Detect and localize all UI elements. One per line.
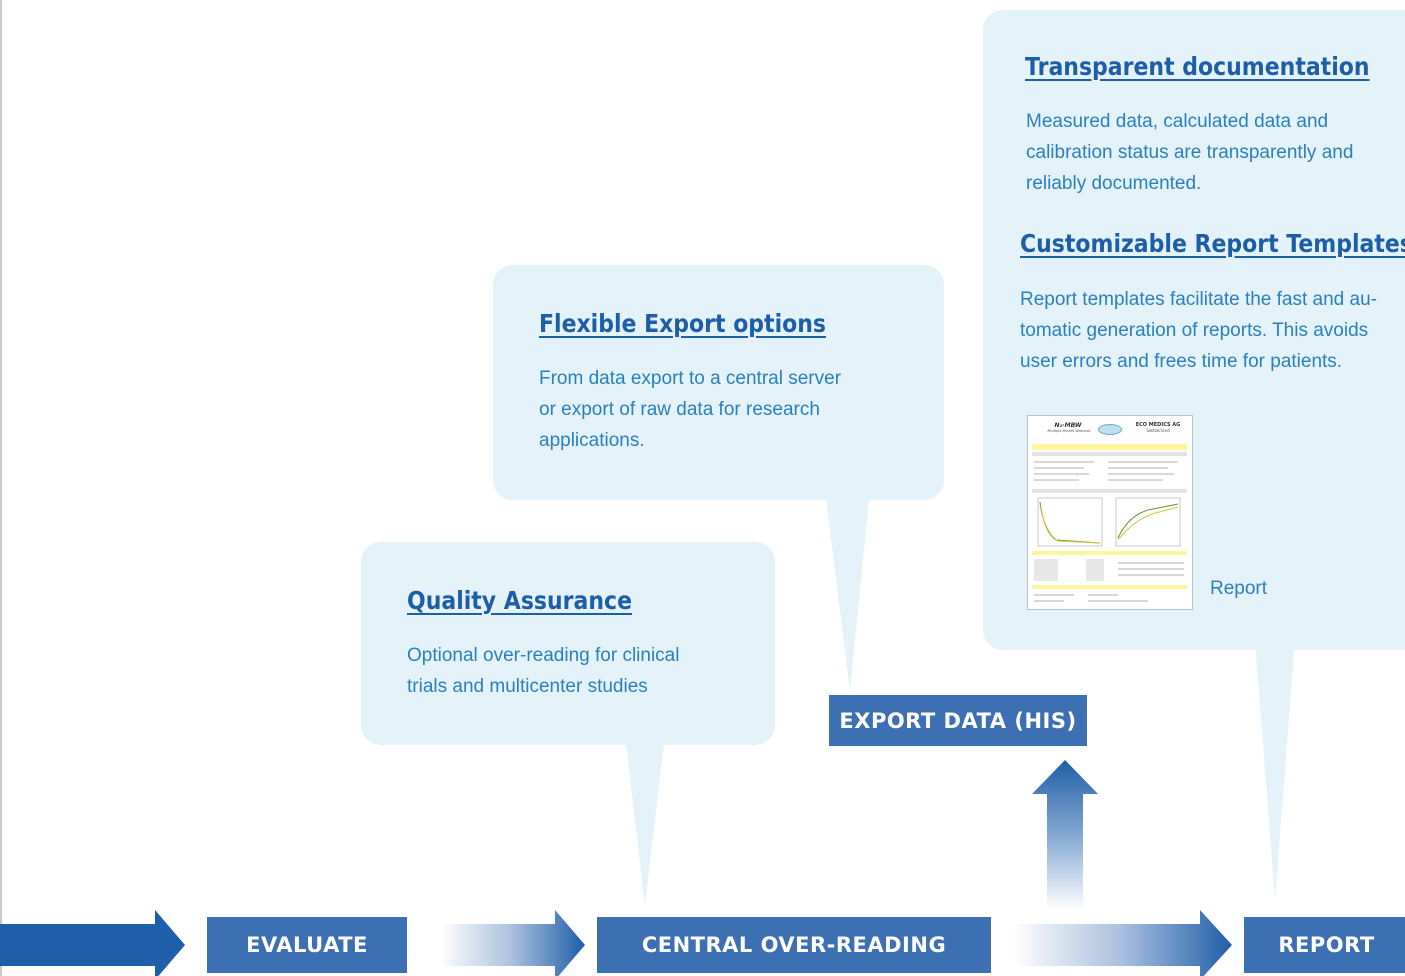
transparent-documentation-text: Measured data, calculated data and calib… <box>1026 106 1405 199</box>
thumbnail-text-line <box>1088 600 1148 602</box>
quality-bubble <box>361 542 775 745</box>
thumbnail-text-line <box>1118 562 1184 564</box>
flexible-export-text: From data export to a central server or … <box>539 363 929 456</box>
text-line: applications. <box>539 430 645 451</box>
transparent-documentation-heading: Transparent documentation <box>1025 52 1370 81</box>
flow-arrow-3 <box>1012 910 1232 976</box>
thumbnail-text-line <box>1034 467 1084 469</box>
customizable-report-templates-heading: Customizable Report Templates <box>1020 229 1405 258</box>
evaluate-step-label: EVALUATE <box>246 933 368 957</box>
thumbnail-text-line <box>1118 568 1184 570</box>
export-data-step-label: EXPORT DATA (HIS) <box>839 708 1077 733</box>
text-line: tomatic generation of reports. This avoi… <box>1020 320 1369 341</box>
thumbnail-company: ECO MEDICS AG <box>1135 422 1181 428</box>
evaluate-step: EVALUATE <box>207 917 407 973</box>
export-bubble-tail <box>825 490 870 690</box>
customizable-report-templates-text: Report templates facilitate the fast and… <box>1020 284 1405 377</box>
thumbnail-title: N₂-MBW <box>1054 422 1082 429</box>
left-border-line <box>0 0 2 976</box>
report-step: REPORT <box>1244 917 1405 973</box>
flow-arrow-1 <box>0 910 185 976</box>
report-step-label: REPORT <box>1278 933 1375 957</box>
thumbnail-text-line <box>1034 594 1074 596</box>
text-line: From data export to a central server <box>539 368 842 389</box>
thumbnail-text-line <box>1108 473 1174 475</box>
thumbnail-text-line <box>1108 479 1163 481</box>
thumbnail-text-line <box>1088 594 1118 596</box>
central-over-reading-step-label: CENTRAL OVER-READING <box>641 933 947 957</box>
thumbnail-text-line <box>1108 461 1178 463</box>
export-bubble <box>493 265 944 500</box>
thumbnail-yellow-band <box>1032 585 1187 589</box>
text-line: user errors and frees time for patients. <box>1020 351 1343 372</box>
report-thumbnail: N₂-MBW Multiple Breath Washout ECO MEDIC… <box>1027 415 1193 610</box>
text-line: reliably documented. <box>1026 173 1202 194</box>
text-line: Report templates facilitate the fast and… <box>1020 289 1377 310</box>
report-thumbnail-label: Report <box>1210 578 1268 599</box>
thumbnail-yellow-band <box>1032 551 1187 555</box>
thumbnail-gray-band <box>1032 452 1187 456</box>
thumbnail-gray-band <box>1032 489 1187 493</box>
export-data-step: EXPORT DATA (HIS) <box>829 695 1087 746</box>
thumbnail-logo-icon <box>1098 424 1122 435</box>
thumbnail-text-line <box>1034 479 1079 481</box>
thumbnail-text-line <box>1118 574 1184 576</box>
quality-bubble-tail <box>625 735 665 905</box>
flow-arrow-2 <box>440 910 585 976</box>
thumbnail-country: Switzerland <box>1146 428 1170 433</box>
thumbnail-text-line <box>1034 461 1094 463</box>
text-line: Optional over-reading for clinical <box>407 645 680 666</box>
text-line: or export of raw data for research <box>539 399 820 420</box>
text-line: trials and multicenter studies <box>407 676 648 697</box>
export-up-arrow <box>1032 760 1098 910</box>
central-over-reading-step: CENTRAL OVER-READING <box>597 917 991 973</box>
text-line: calibration status are transparently and <box>1026 142 1354 163</box>
text-line: Measured data, calculated data and <box>1026 111 1329 132</box>
quality-assurance-text: Optional over-reading for clinical trial… <box>407 640 767 702</box>
flexible-export-heading: Flexible Export options <box>539 309 826 338</box>
thumbnail-subtitle: Multiple Breath Washout <box>1047 429 1091 433</box>
quality-assurance-heading: Quality Assurance <box>407 586 633 615</box>
thumbnail-text-line <box>1034 473 1089 475</box>
thumbnail-table-block <box>1086 559 1104 581</box>
thumbnail-yellow-band <box>1032 444 1187 450</box>
thumbnail-table-block <box>1034 559 1058 581</box>
thumbnail-plots <box>1037 497 1181 547</box>
thumbnail-text-line <box>1108 467 1168 469</box>
thumbnail-text-line <box>1034 600 1064 602</box>
documentation-bubble-tail <box>1255 640 1295 900</box>
